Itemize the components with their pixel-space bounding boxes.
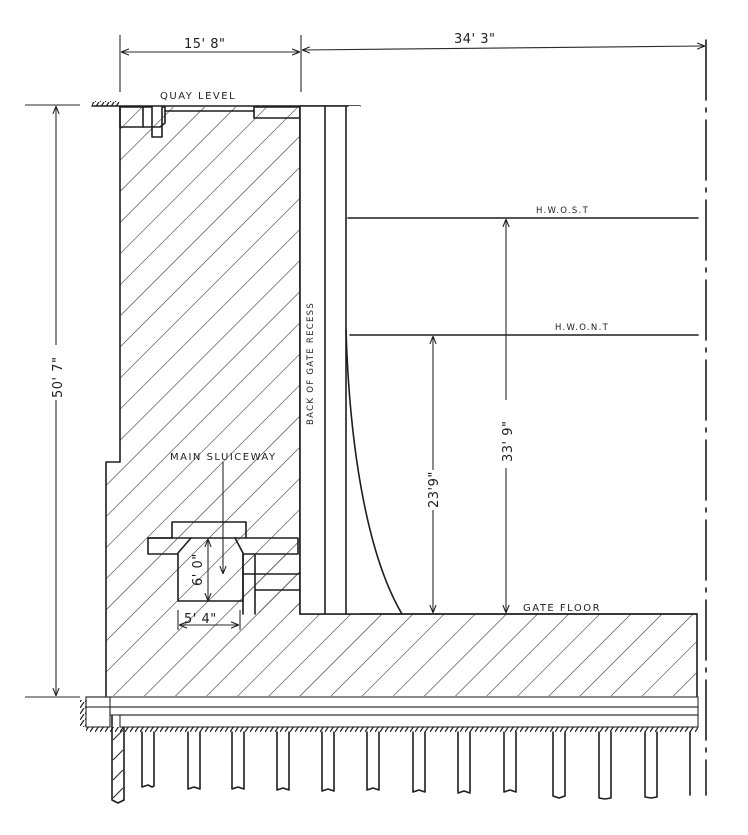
sheet-pile bbox=[111, 715, 125, 804]
chamber-width-label: 34' 3" bbox=[454, 32, 496, 47]
gate-floor-label: GATE FLOOR bbox=[523, 603, 601, 614]
gate-recess bbox=[299, 105, 360, 615]
concrete-base bbox=[80, 696, 699, 732]
hwont-depth-label: 23'9" bbox=[427, 471, 442, 508]
bearing-piles bbox=[141, 731, 691, 800]
sluice-height-label: 6' 0" bbox=[191, 553, 206, 586]
hwont-label: H.W.O.N.T bbox=[555, 323, 609, 333]
wall-height-label: 50' 7" bbox=[51, 357, 66, 399]
sluice-width-label: 5' 4" bbox=[184, 612, 217, 627]
gate-profile-curve bbox=[345, 329, 403, 615]
main-sluiceway-label: MAIN SLUICEWAY bbox=[170, 452, 277, 463]
main-sluiceway bbox=[147, 521, 301, 615]
chamber-width-dimension bbox=[303, 46, 704, 50]
wall-width-label: 15' 8" bbox=[184, 37, 226, 52]
ground-hatch-top bbox=[92, 101, 120, 106]
masonry-wall bbox=[91, 105, 698, 697]
hwost-depth-label: 33' 9" bbox=[501, 421, 516, 463]
quay-level-label: QUAY LEVEL bbox=[160, 91, 236, 102]
hwost-label: H.W.O.S.T bbox=[536, 206, 589, 216]
back-of-gate-recess-label: BACK OF GATE RECESS bbox=[306, 302, 316, 425]
